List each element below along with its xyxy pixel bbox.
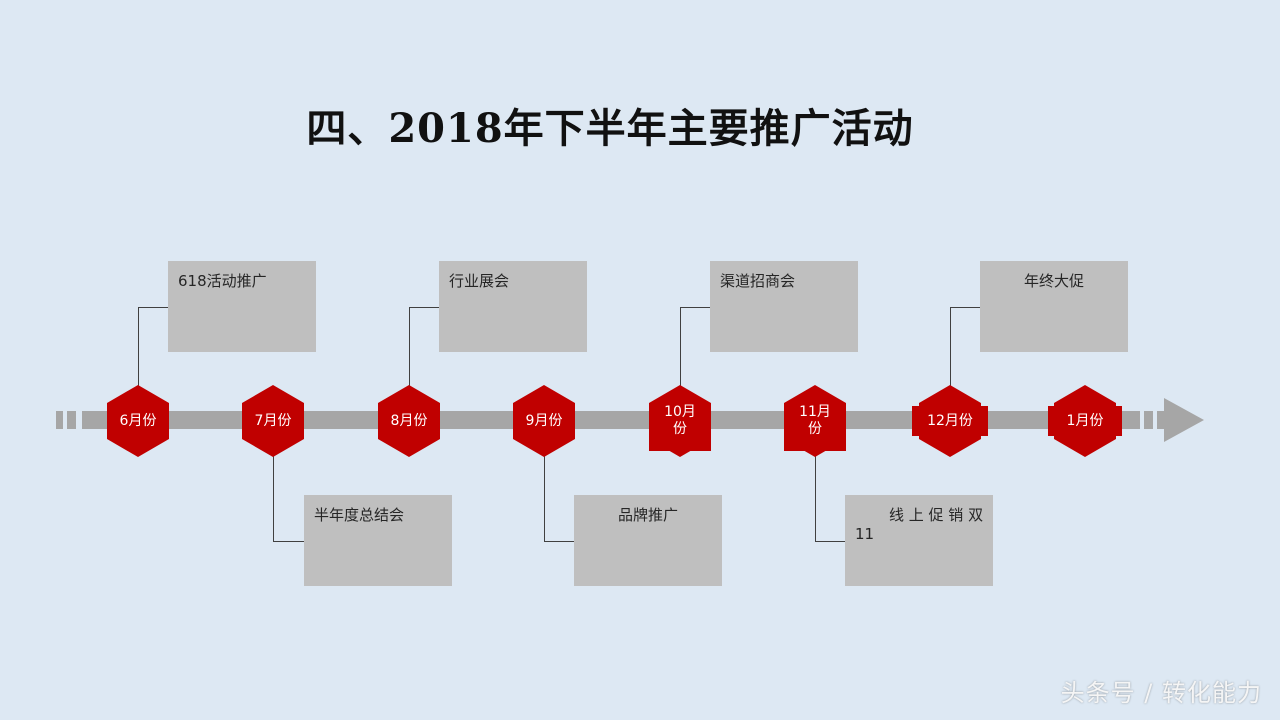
- month-node-jul: 7月份: [242, 385, 304, 457]
- month-node-jan: 1月份: [1048, 385, 1122, 457]
- timeline-arrow-head: [1164, 398, 1204, 442]
- activity-label-nov-line1: 线 上 促 销 双: [889, 506, 984, 524]
- watermark: 头条号 / 转化能力: [1060, 679, 1262, 707]
- activity-label-sep: 品牌推广: [617, 506, 678, 524]
- connector-jul: [273, 456, 305, 542]
- connector-nov: [815, 456, 846, 542]
- connector-aug: [409, 307, 440, 388]
- month-node-jun: 6月份: [107, 385, 169, 457]
- month-label-aug: 8月份: [378, 385, 440, 457]
- month-label-jul: 7月份: [242, 385, 304, 457]
- activity-box-nov: 线 上 促 销 双 11: [845, 495, 993, 586]
- rail-dash-right-1: [1144, 411, 1153, 429]
- activity-box-dec: 年终大促: [980, 261, 1128, 352]
- month-label-dec: 12月份: [919, 385, 981, 457]
- rail-dash-left-1: [56, 411, 63, 429]
- rail-dash-right-2: [1157, 411, 1164, 429]
- connector-oct: [680, 307, 711, 388]
- activity-label-nov-line2: 11: [855, 525, 875, 543]
- connector-sep: [544, 456, 575, 542]
- month-node-aug: 8月份: [378, 385, 440, 457]
- page-title: 四、2018年下半年主要推广活动: [306, 105, 914, 152]
- month-label-sep: 9月份: [513, 385, 575, 457]
- connector-dec: [950, 307, 981, 388]
- activity-box-jun: 618活动推广: [168, 261, 316, 352]
- activity-label-oct: 渠道招商会: [720, 272, 796, 290]
- month-node-nov: 11月份: [784, 385, 846, 457]
- rail-dash-left-2: [67, 411, 76, 429]
- activity-box-aug: 行业展会: [439, 261, 587, 352]
- month-node-sep: 9月份: [513, 385, 575, 457]
- activity-box-oct: 渠道招商会: [710, 261, 858, 352]
- activity-box-jul: 半年度总结会: [304, 495, 452, 586]
- month-label-jun: 6月份: [107, 385, 169, 457]
- connector-jun: [138, 307, 169, 388]
- timeline-rail: [82, 411, 1140, 429]
- month-node-oct: 10月份: [649, 385, 711, 457]
- activity-label-jun: 618活动推广: [178, 272, 267, 290]
- month-label-jan: 1月份: [1054, 385, 1116, 457]
- activity-label-aug: 行业展会: [449, 272, 510, 290]
- activity-label-dec: 年终大促: [1023, 272, 1084, 290]
- activity-box-sep: 品牌推广: [574, 495, 722, 586]
- activity-label-jul: 半年度总结会: [314, 506, 405, 524]
- month-node-dec: 12月份: [912, 385, 988, 457]
